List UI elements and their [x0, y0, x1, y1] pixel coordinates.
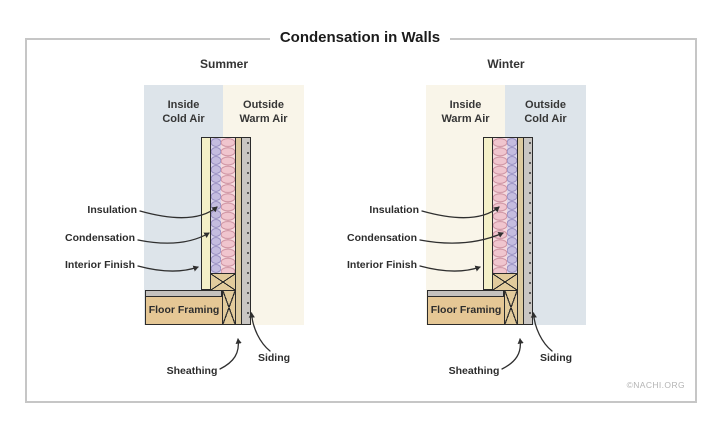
condensation-callout: Condensation: [347, 232, 417, 244]
season-label-winter: Winter: [487, 57, 525, 71]
inside-air-label: Inside Warm Air: [441, 99, 490, 125]
interior-finish-callout: Interior Finish: [64, 259, 135, 271]
season-label-summer: Summer: [199, 57, 249, 71]
subfloor-strip: [146, 291, 222, 297]
floor-framing-label: Floor Framing: [430, 304, 502, 316]
siding-layer: [241, 137, 251, 325]
panel-summer: Summer Inside Cold Air Outside Warm Air …: [64, 57, 304, 377]
panel-winter: Winter Inside Warm Air Outside Cold Air …: [282, 0, 642, 430]
rim-joist: [504, 291, 517, 324]
insulation-layer: [221, 138, 235, 273]
floor-framing-box: Floor Framing: [427, 290, 518, 325]
insulation-callout: Insulation: [87, 204, 137, 216]
inside-air-label: Inside Cold Air: [162, 99, 205, 125]
condensation-callout: Condensation: [65, 232, 135, 244]
floor-framing-label: Floor Framing: [148, 304, 220, 316]
watermark: ©NACHI.ORG: [626, 380, 685, 390]
outside-air-label: Outside Warm Air: [239, 99, 288, 125]
floor-framing-box: Floor Framing: [145, 290, 236, 325]
bottom-plate: [492, 273, 518, 291]
sheathing-callout: Sheathing: [166, 365, 218, 377]
siding-layer: [523, 137, 533, 325]
siding-nail-marks: [247, 142, 249, 322]
wall-cavity: [492, 137, 518, 273]
insulation-layer: [493, 138, 507, 273]
sheathing-callout: Sheathing: [448, 365, 500, 377]
insulation-callout: Insulation: [369, 204, 419, 216]
condensation-layer: [507, 138, 517, 273]
outside-air-label: Outside Cold Air: [524, 99, 567, 125]
siding-callout: Siding: [257, 352, 291, 364]
subfloor-strip: [428, 291, 504, 297]
condensation-layer: [211, 138, 221, 273]
siding-callout: Siding: [539, 352, 573, 364]
interior-finish-callout: Interior Finish: [346, 259, 417, 271]
diagram-title: Condensation in Walls: [0, 29, 720, 47]
wall-cavity: [210, 137, 236, 273]
bottom-plate: [210, 273, 236, 291]
siding-nail-marks: [529, 142, 531, 322]
rim-joist: [222, 291, 235, 324]
